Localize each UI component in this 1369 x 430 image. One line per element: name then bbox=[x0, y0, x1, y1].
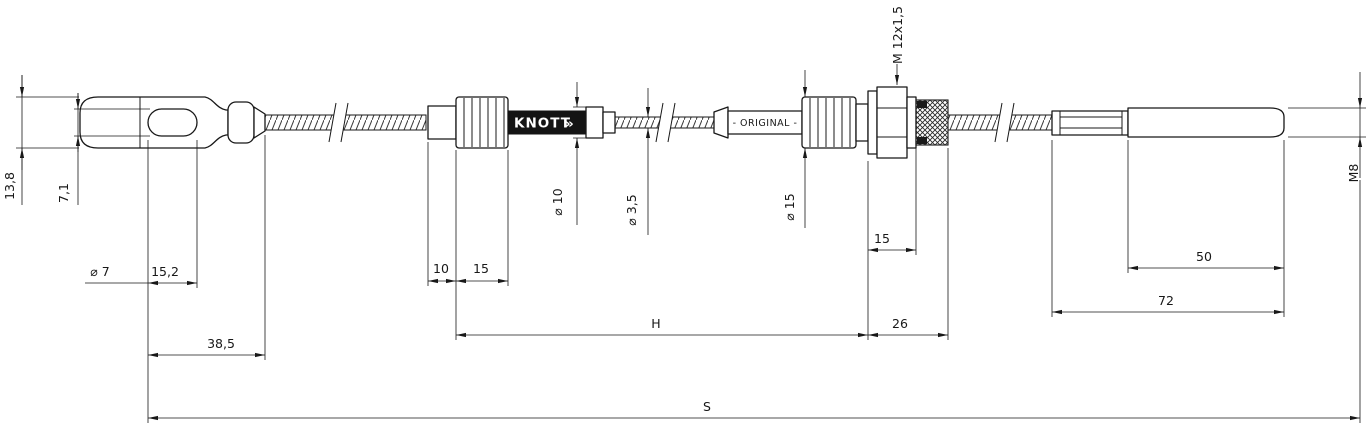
dim-15-2-label: 15,2 bbox=[151, 264, 179, 279]
original-sleeve: - ORIGINAL - bbox=[713, 106, 803, 139]
brand-label: KNOTT bbox=[514, 116, 571, 132]
break-gap bbox=[995, 103, 1014, 142]
original-label: - ORIGINAL - bbox=[733, 118, 798, 129]
dimension-labels: 13,8 7,1 ⌀ 7 15,2 38,5 10 15 ⌀ 10 ⌀ 3,5 … bbox=[2, 6, 1361, 414]
crimp-taper bbox=[253, 106, 266, 139]
dim-15-left-label: 15 bbox=[473, 261, 489, 276]
dim-7-1-label: 7,1 bbox=[56, 183, 71, 203]
extension-lines bbox=[16, 96, 1366, 423]
dim-dia7-label: ⌀ 7 bbox=[90, 264, 109, 279]
break-mark bbox=[994, 102, 1003, 143]
dim-s-label: S bbox=[703, 399, 711, 414]
dim-dia3-5-label: ⌀ 3,5 bbox=[624, 194, 639, 225]
break-gap bbox=[656, 103, 675, 142]
dim-m8-label: M8 bbox=[1346, 164, 1361, 183]
dim-m12-label: M 12x1,5 bbox=[890, 6, 905, 64]
break-mark bbox=[1006, 102, 1015, 143]
bellows-step bbox=[855, 103, 869, 142]
dim-dia10-label: ⌀ 10 bbox=[550, 188, 565, 215]
brand-sleeve: KNOTT » bbox=[507, 106, 616, 139]
crimp-sleeve bbox=[1051, 110, 1129, 136]
thin-cable-section bbox=[614, 102, 715, 143]
sleeve-connector bbox=[585, 106, 604, 139]
cable-section-right bbox=[947, 102, 1053, 143]
collar bbox=[906, 96, 917, 149]
dimension-lines bbox=[19, 64, 1363, 421]
end-fitting bbox=[1051, 107, 1285, 138]
break-mark bbox=[667, 102, 676, 143]
break-mark bbox=[340, 102, 349, 143]
sleeve-connector-step bbox=[602, 111, 616, 134]
dim-h-label: H bbox=[651, 316, 660, 331]
dim-dia15-label: ⌀ 15 bbox=[782, 193, 797, 220]
fork-slot bbox=[147, 108, 198, 137]
fork-end bbox=[79, 96, 266, 149]
brand-arrows-icon: » bbox=[565, 116, 575, 132]
threaded-rod-m8 bbox=[1127, 107, 1285, 138]
bellows-right bbox=[801, 96, 869, 149]
cable-section-left bbox=[264, 102, 427, 143]
dim-50-label: 50 bbox=[1196, 249, 1212, 264]
dim-15-right-label: 15 bbox=[874, 231, 890, 246]
break-mark bbox=[328, 102, 337, 143]
hex-nut-thread bbox=[867, 86, 949, 159]
hex-nut bbox=[876, 86, 908, 159]
break-gap bbox=[329, 103, 348, 142]
break-mark bbox=[655, 102, 664, 143]
seal-ring bbox=[917, 137, 927, 144]
crimp-barrel bbox=[227, 101, 255, 144]
sleeve-ferrule bbox=[713, 106, 729, 139]
dim-38-5-label: 38,5 bbox=[207, 336, 235, 351]
dim-26-label: 26 bbox=[892, 316, 908, 331]
adjuster-cup bbox=[427, 105, 457, 140]
washer bbox=[867, 90, 878, 155]
adjuster-bellows-left bbox=[427, 96, 509, 149]
seal-ring bbox=[917, 101, 927, 108]
dim-10-label: 10 bbox=[433, 261, 449, 276]
dim-72-label: 72 bbox=[1158, 293, 1174, 308]
dim-13-8-label: 13,8 bbox=[2, 172, 17, 200]
